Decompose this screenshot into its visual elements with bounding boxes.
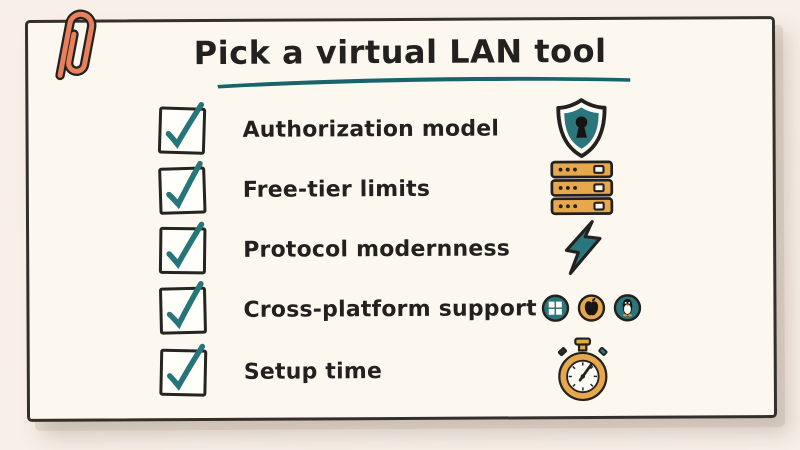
paper-card: Pick a virtual LAN tool Authorization mo… xyxy=(24,9,778,422)
lightning-bolt-icon xyxy=(564,220,602,276)
checkbox-setup-time xyxy=(159,343,208,397)
paperclip-icon xyxy=(55,9,97,81)
stopwatch-icon xyxy=(557,337,608,402)
checklist-item-label: Protocol modernness xyxy=(243,235,511,263)
checkmark-icon xyxy=(166,343,206,391)
checkmark-icon xyxy=(166,221,205,269)
checkmark-icon xyxy=(165,101,205,149)
page-title: Pick a virtual LAN tool xyxy=(193,31,607,73)
linux-tux-icon xyxy=(614,294,642,322)
checklist-item-label: Authorization model xyxy=(242,115,500,143)
title-underline xyxy=(217,76,631,89)
checkbox-cross-platform-support xyxy=(158,280,208,335)
checklist-row-authorization-model: Authorization model xyxy=(157,98,636,158)
checklist-item-label: Cross-platform support xyxy=(243,295,537,323)
checklist-item-label: Setup time xyxy=(243,358,383,385)
checklist-row-free-tier-limits: Free-tier limits xyxy=(158,160,637,217)
checklist-row-cross-platform-support: Cross-platform support xyxy=(158,280,642,337)
checkbox-free-tier-limits xyxy=(158,160,207,215)
checklist-item-label: Free-tier limits xyxy=(242,176,431,203)
checkbox-protocol-modernness xyxy=(158,221,207,274)
checkmark-icon xyxy=(166,280,204,329)
apple-icon xyxy=(578,294,606,322)
server-stack-icon xyxy=(550,160,614,216)
shield-keyhole-icon xyxy=(556,98,607,158)
windows-icon xyxy=(542,294,570,322)
checkbox-authorization-model xyxy=(157,101,207,155)
checklist-row-protocol-modernness: Protocol modernness xyxy=(158,220,637,277)
checkmark-icon xyxy=(166,160,203,209)
checklist-row-setup-time: Setup time xyxy=(159,337,638,402)
